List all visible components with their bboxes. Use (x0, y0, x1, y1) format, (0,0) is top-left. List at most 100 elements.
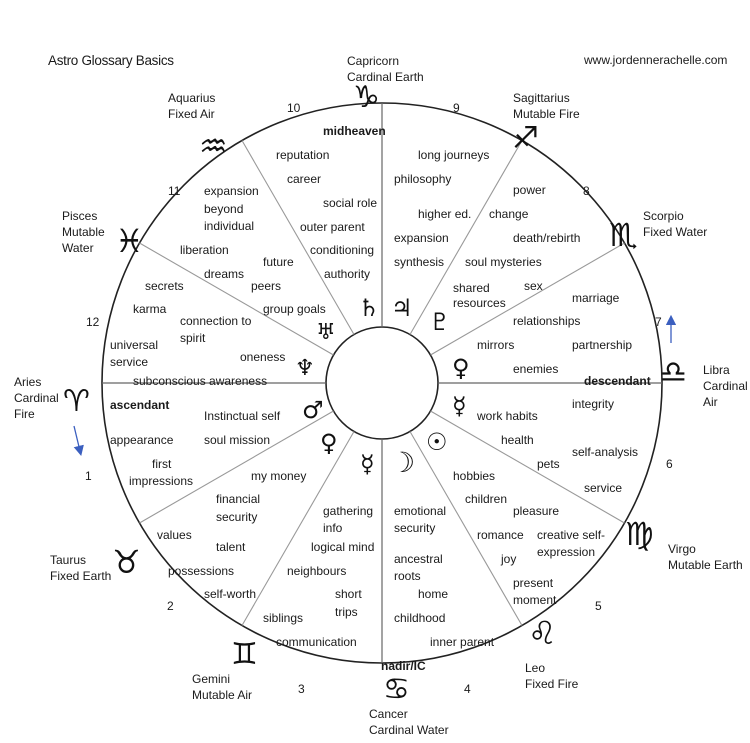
keyword-h3: logical mind (311, 540, 375, 554)
house-number-4: 4 (464, 682, 471, 696)
keyword-h10: outer parent (300, 220, 365, 234)
keyword-h4: emotional (394, 504, 447, 518)
aries-icon: ♈ (63, 384, 90, 419)
keyword-h10: conditioning (310, 243, 375, 257)
keyword-h3: gathering (323, 504, 374, 518)
keyword-h5: creative self- (537, 528, 606, 542)
keyword-h11: dreams (204, 267, 245, 281)
keyword-h11: beyond (204, 202, 244, 216)
keyword-h4: home (418, 587, 449, 601)
aquarius-icon: ♒ (199, 127, 228, 165)
keyword-h1: soul mission (204, 433, 271, 447)
keyword-h7: partnership (572, 338, 633, 352)
scorpio-icon: ♏ (609, 216, 638, 254)
keyword-h3: communication (276, 635, 357, 649)
keyword-h9: long journeys (418, 148, 490, 162)
keyword-h2: talent (216, 540, 246, 554)
keyword-h11: individual (204, 219, 255, 233)
house-number-11: 11 (168, 184, 181, 198)
ascendant-label: ascendant (110, 398, 170, 412)
house-number-1: 1 (85, 469, 92, 483)
house-cusp-line (430, 410, 625, 524)
keyword-h1: impressions (129, 474, 194, 488)
keyword-h2: financial (216, 492, 261, 506)
keyword-h11: group goals (263, 302, 326, 316)
house-cusp-line (241, 140, 355, 335)
keyword-h9: expansion (394, 231, 449, 245)
taurus-icon: ♉ (112, 543, 141, 581)
pisces-icon: ♓ (115, 222, 144, 260)
jupiter-icon: ♃ (391, 294, 413, 322)
keyword-h3: info (323, 521, 343, 535)
keyword-h7: marriage (572, 291, 620, 305)
keyword-h11: future (263, 255, 294, 269)
keyword-h1: Instinctual self (204, 409, 281, 423)
keyword-h5: romance (477, 528, 524, 542)
keyword-h2: security (216, 510, 258, 524)
keyword-h10: reputation (276, 148, 330, 162)
keyword-h7: relationships (513, 314, 581, 328)
house-cusp-line (241, 431, 355, 626)
neptune-icon: ♆ (295, 356, 315, 381)
sun-icon: ☉ (426, 428, 448, 456)
keyword-h5: children (465, 492, 508, 506)
keyword-h5: hobbies (453, 469, 496, 483)
keyword-h11: liberation (180, 243, 229, 257)
keyword-h6: service (584, 481, 623, 495)
sagittarius-icon: ♐ (512, 121, 539, 156)
keyword-h12: karma (133, 302, 167, 316)
mars-icon: ♂ (302, 396, 324, 424)
keyword-h11: peers (251, 279, 282, 293)
page-title: Astro Glossary Basics (48, 53, 174, 68)
keyword-h2: my money (251, 469, 307, 483)
house-cusps (139, 140, 625, 626)
keyword-h7: enemies (513, 362, 559, 376)
keyword-h7: mirrors (477, 338, 515, 352)
keyword-h8: shared (453, 281, 490, 295)
house-cusp-line (139, 410, 334, 524)
virgo-icon: ♍ (625, 515, 654, 553)
midheaven-label: midheaven (323, 124, 386, 138)
house-number-2: 2 (167, 599, 174, 613)
website-url: www.jordennerachelle.com (584, 53, 728, 67)
keyword-h9: synthesis (394, 255, 445, 269)
keyword-h5: moment (513, 593, 557, 607)
keyword-h12: subconscious awareness (133, 374, 268, 388)
house-cusp-line (409, 140, 523, 335)
keyword-h4: ancestral (394, 552, 443, 566)
keyword-h6: health (501, 433, 534, 447)
keyword-h8: resources (453, 296, 506, 310)
keyword-h1: first (152, 457, 172, 471)
venus-lower-icon: ♀ (320, 429, 338, 457)
house-number-12: 12 (86, 315, 100, 329)
keyword-h3: trips (335, 605, 358, 619)
keyword-h5: present (513, 576, 554, 590)
libra-icon: ♎ (660, 355, 687, 390)
house-number-9: 9 (453, 101, 460, 115)
keyword-h2: possessions (168, 564, 235, 578)
house-number-7: 7 (655, 315, 662, 329)
keyword-h12: universal (110, 338, 159, 352)
capricorn-icon: ♑ (353, 80, 380, 115)
keyword-h10: authority (324, 267, 371, 281)
uranus-icon: ♅ (316, 320, 336, 345)
keyword-h3: neighbours (287, 564, 347, 578)
pluto-icon: ♇ (429, 308, 451, 336)
house-number-10: 10 (287, 101, 301, 115)
keyword-h7: integrity (572, 397, 615, 411)
descendant-label: descendant (584, 374, 651, 388)
keyword-h4: security (394, 521, 436, 535)
keyword-h6: pets (537, 457, 560, 471)
keyword-h11: expansion (204, 184, 259, 198)
keyword-h8: death/rebirth (513, 231, 581, 245)
